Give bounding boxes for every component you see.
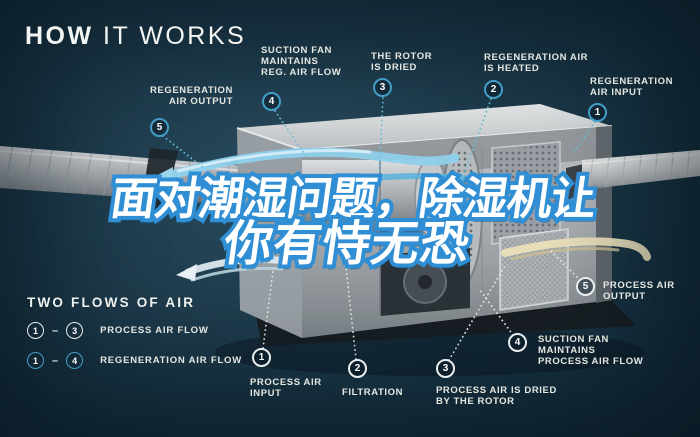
heater	[433, 176, 502, 208]
callout-label-process-air-input: PROCESS AIR INPUT	[250, 377, 322, 400]
callout-marker-reg-4: 4	[262, 92, 281, 111]
machine-left-face	[237, 128, 302, 338]
callout-label-suction-fan-process: SUCTION FAN MAINTAINS PROCESS AIR FLOW	[538, 334, 644, 368]
callout-label-regeneration-air-output: REGENERATION AIR OUTPUT	[149, 85, 233, 108]
callout-marker-proc-3: 3	[436, 359, 455, 378]
process-output-ribbon	[501, 237, 651, 261]
legend-marker-to: 3	[66, 322, 84, 339]
marker-number: 3	[379, 82, 386, 93]
callout-lines-process	[262, 248, 581, 361]
callout-marker-proc-5: 5	[576, 277, 595, 296]
suction-fan	[403, 260, 447, 304]
callout-label-rotor-dried: THE ROTOR IS DRIED	[371, 51, 433, 74]
legend-separator: –	[52, 354, 59, 367]
marker-number: 4	[514, 337, 521, 348]
marker-number: 2	[490, 84, 497, 95]
callout-marker-reg-1: 1	[588, 103, 607, 122]
callout-marker-proc-1: 1	[252, 348, 271, 367]
marker-number: 1	[258, 352, 265, 363]
legend-row-regeneration: 1 – 4 REGENERATION AIR FLOW	[27, 352, 242, 369]
callout-label-suction-fan-reg: SUCTION FAN MAINTAINS REG. AIR FLOW	[261, 45, 342, 79]
legend-marker-from: 1	[27, 322, 44, 339]
callout-marker-reg-3: 3	[373, 78, 392, 97]
legend-heading: TWO FLOWS OF AIR	[27, 295, 196, 310]
legend-two-flows: TWO FLOWS OF AIR 1 – 3 PROCESS AIR FLOW …	[27, 295, 242, 382]
marker-number: 2	[354, 363, 361, 374]
callout-label-regeneration-air-heated: REGENERATION AIR IS HEATED	[484, 52, 589, 75]
marker-number: 5	[156, 122, 163, 133]
regeneration-airflow-ribbon	[163, 147, 460, 181]
legend-marker-from: 1	[27, 352, 44, 369]
legend-row-process: 1 – 3 PROCESS AIR FLOW	[27, 322, 242, 339]
honeycomb-panel	[491, 141, 561, 245]
callout-marker-proc-4: 4	[508, 333, 527, 352]
marker-number: 1	[594, 107, 601, 118]
legend-label-regeneration: REGENERATION AIR FLOW	[100, 355, 243, 366]
legend-label-process: PROCESS AIR FLOW	[100, 325, 209, 336]
callout-marker-proc-2: 2	[348, 359, 367, 378]
callout-label-regeneration-air-input: REGENERATION AIR INPUT	[590, 76, 674, 99]
process-airflow-ribbon	[184, 255, 290, 276]
callout-marker-reg-2: 2	[484, 80, 503, 99]
marker-number: 5	[582, 281, 589, 292]
marker-number: 3	[442, 363, 449, 374]
legend-separator: –	[52, 324, 59, 337]
callout-label-process-air-dried: PROCESS AIR IS DRIED BY THE ROTOR	[436, 385, 557, 408]
callout-marker-reg-5: 5	[150, 118, 169, 137]
callout-label-filtration: FILTRATION	[342, 387, 404, 398]
title-bold: HOW	[25, 22, 94, 50]
marker-number: 4	[268, 96, 275, 107]
machine-top-face	[237, 104, 612, 150]
left-duct	[0, 146, 247, 212]
legend-marker-to: 4	[66, 352, 84, 369]
page-title: HOW IT WORKS	[25, 22, 246, 51]
title-light: IT WORKS	[93, 22, 247, 50]
dehumidifier-machine	[236, 104, 636, 346]
callout-label-process-air-output: PROCESS AIR OUTPUT	[603, 280, 675, 303]
airflow-ribbons	[152, 147, 651, 282]
callout-lines-regeneration	[162, 97, 596, 181]
